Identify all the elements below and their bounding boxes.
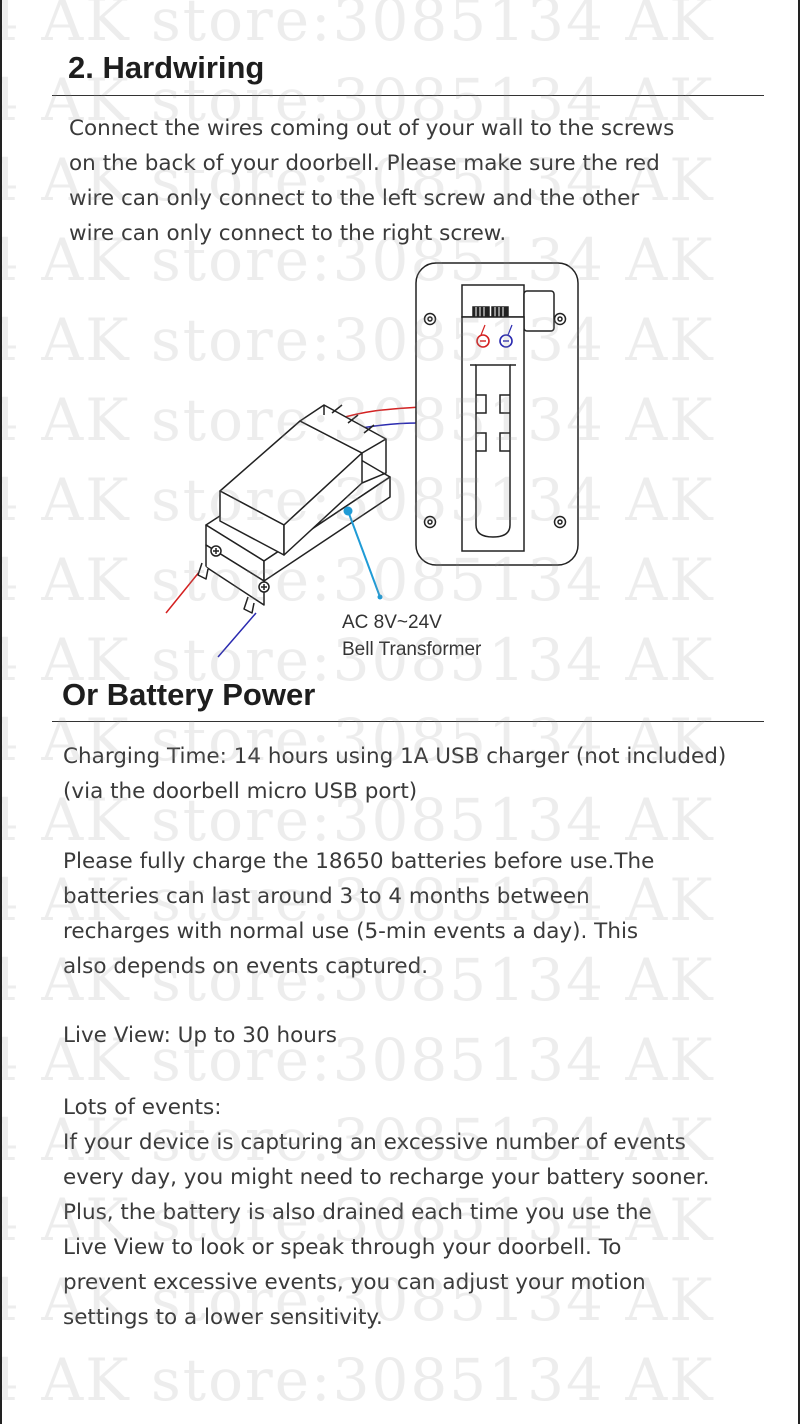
hardwiring-diagram — [165, 262, 579, 658]
live-view-text: Live View: Up to 30 hours — [63, 1023, 337, 1048]
transformer-label-name: Bell Transformer — [342, 639, 482, 660]
watermark-text: 4 AK store:3085134 AK — [2, 1346, 715, 1414]
hardwiring-title: 2. Hardwiring — [68, 50, 265, 85]
hardwiring-divider — [52, 95, 764, 96]
red-house-wire — [165, 570, 201, 614]
doorbell-back-drawing — [415, 262, 579, 566]
watermark-text: 4 AK store:3085134 AK — [2, 0, 715, 54]
battery-divider — [52, 721, 764, 722]
blue-house-wire — [217, 612, 257, 658]
lots-of-events-text: Lots of events: If your device is captur… — [63, 1095, 710, 1330]
full-charge-text: Please fully charge the 18650 batteries … — [63, 849, 655, 979]
hardwiring-instructions: Connect the wires coming out of your wal… — [69, 116, 675, 246]
battery-title: Or Battery Power — [62, 677, 316, 712]
charging-time-text: Charging Time: 14 hours using 1A USB cha… — [63, 744, 727, 804]
transformer-label-voltage: AC 8V~24V — [342, 612, 442, 633]
red-wire — [337, 406, 421, 420]
callout-line — [347, 510, 381, 598]
bell-transformer-drawing — [197, 404, 391, 614]
